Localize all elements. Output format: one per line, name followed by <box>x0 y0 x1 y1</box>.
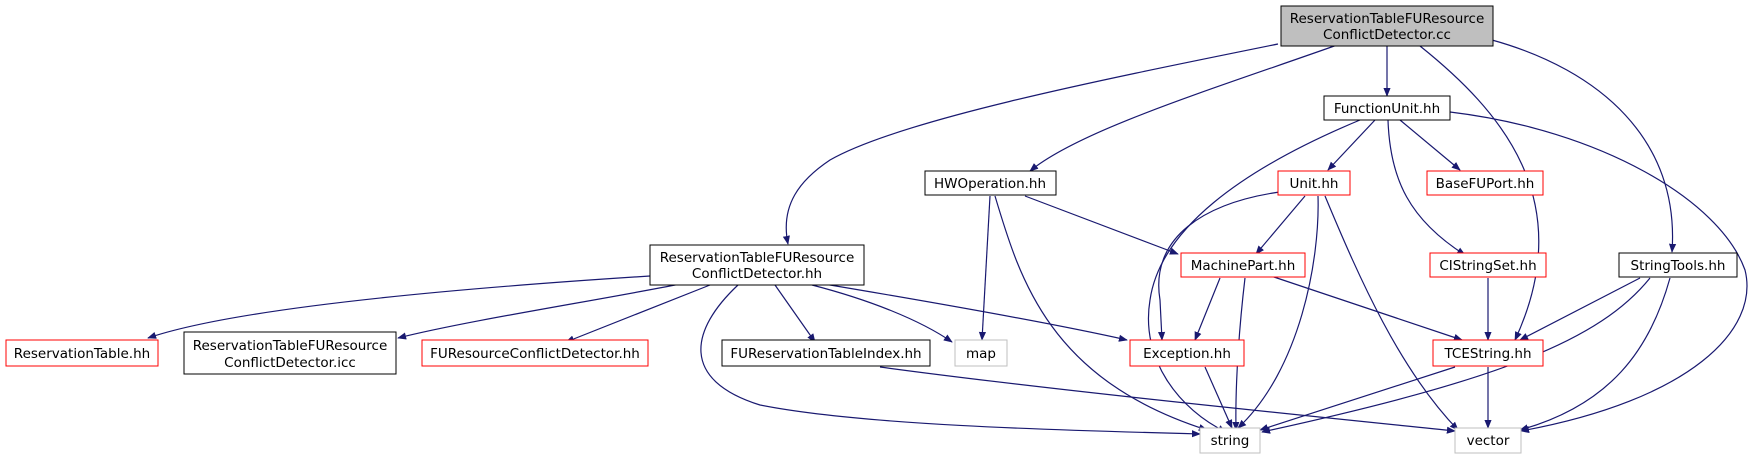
node-rt-conflict-detector-icc[interactable]: ReservationTableFUResource ConflictDetec… <box>183 331 397 375</box>
edge-unit-machinepart <box>1255 195 1306 255</box>
edge-functionunit-string <box>1148 119 1361 433</box>
node-rt-icc-line2: ConflictDetector.icc <box>224 355 356 371</box>
node-string-label: string <box>1211 433 1250 449</box>
node-exception-label: Exception.hh <box>1143 346 1231 362</box>
edge-unit-string <box>1237 195 1319 429</box>
node-map-label: map <box>966 346 996 362</box>
node-map[interactable]: map <box>954 339 1008 367</box>
node-rt-hh-line1: ReservationTableFUResource <box>660 250 855 266</box>
node-fu-resource-label: FUResourceConflictDetector.hh <box>430 346 640 362</box>
node-machine-part[interactable]: MachinePart.hh <box>1180 252 1306 278</box>
edge-tcestring-string <box>1259 366 1456 431</box>
edge-functionunit-basefuport <box>1399 119 1461 171</box>
node-root-line2: ConflictDetector.cc <box>1323 27 1451 43</box>
node-base-fu-port-label: BaseFUPort.hh <box>1436 176 1535 192</box>
node-function-unit[interactable]: FunctionUnit.hh <box>1323 95 1451 121</box>
nodes: ReservationTableFUResource ConflictDetec… <box>5 5 1738 454</box>
node-machine-part-label: MachinePart.hh <box>1191 258 1296 274</box>
node-unit-label: Unit.hh <box>1290 176 1339 192</box>
node-tce-string[interactable]: TCEString.hh <box>1432 339 1544 367</box>
node-string-tools-label: StringTools.hh <box>1631 258 1726 274</box>
node-tce-string-label: TCEString.hh <box>1443 346 1531 362</box>
node-rt-icc-line1: ReservationTableFUResource <box>193 338 388 354</box>
node-rt-conflict-detector-hh[interactable]: ReservationTableFUResource ConflictDetec… <box>649 244 865 286</box>
node-vector-label: vector <box>1467 433 1510 449</box>
edges <box>147 39 1748 438</box>
edge-functionunit-unit <box>1327 119 1376 171</box>
node-hw-operation[interactable]: HWOperation.hh <box>924 170 1057 196</box>
node-rt-hh-line2: ConflictDetector.hh <box>692 266 822 282</box>
node-fu-reservation-table-index[interactable]: FUReservationTableIndex.hh <box>721 339 931 367</box>
edge-rthh-furesource <box>565 284 711 343</box>
node-hw-operation-label: HWOperation.hh <box>934 176 1046 192</box>
edge-rthh-exception <box>811 281 1128 342</box>
node-root[interactable]: ReservationTableFUResource ConflictDetec… <box>1280 5 1494 47</box>
edge-unit-vector <box>1324 195 1459 431</box>
edge-rthh-reservationtable <box>147 275 651 339</box>
edge-machinepart-exception <box>1194 277 1221 341</box>
edge-root-stringtools <box>1491 39 1677 253</box>
edge-root-hwoperation <box>1029 43 1341 172</box>
edge-root-tcestring <box>1419 45 1540 341</box>
node-fu-rt-index-label: FUReservationTableIndex.hh <box>730 346 921 362</box>
edge-furtindex-vector <box>879 366 1456 434</box>
edge-stringtools-vector <box>1519 277 1671 432</box>
node-function-unit-label: FunctionUnit.hh <box>1334 101 1440 117</box>
node-exception[interactable]: Exception.hh <box>1129 339 1245 367</box>
edge-machinepart-tcestring <box>1261 272 1463 341</box>
node-ci-string-set-label: CIStringSet.hh <box>1439 258 1536 274</box>
node-vector[interactable]: vector <box>1454 427 1522 454</box>
node-string[interactable]: string <box>1199 427 1261 454</box>
edge-root-rt-hh <box>782 43 1279 245</box>
node-ci-string-set[interactable]: CIStringSet.hh <box>1429 252 1547 278</box>
node-string-tools[interactable]: StringTools.hh <box>1618 252 1738 278</box>
edge-rthh-rticc <box>397 283 681 340</box>
edge-rthh-string <box>700 284 1201 438</box>
edge-functionunit-cistringset <box>1387 119 1466 256</box>
node-unit[interactable]: Unit.hh <box>1277 170 1351 196</box>
node-reservation-table-label: ReservationTable.hh <box>14 346 150 362</box>
edge-unit-exception <box>1157 189 1296 341</box>
edge-hwoperation-map <box>978 195 991 341</box>
node-root-line1: ReservationTableFUResource <box>1290 11 1485 27</box>
node-base-fu-port[interactable]: BaseFUPort.hh <box>1426 170 1544 196</box>
edge-hwoperation-machinepart <box>1024 195 1179 255</box>
edge-exception-string <box>1204 366 1233 429</box>
edge-rthh-map <box>811 284 953 343</box>
node-fu-resource-conflict-detector[interactable]: FUResourceConflictDetector.hh <box>421 339 649 367</box>
edge-stringtools-tcestring <box>1519 277 1641 341</box>
edge-hwoperation-string <box>994 195 1208 431</box>
edge-functionunit-vector <box>1449 111 1748 434</box>
node-reservation-table[interactable]: ReservationTable.hh <box>5 339 159 367</box>
edge-rthh-furtindex <box>774 284 816 343</box>
